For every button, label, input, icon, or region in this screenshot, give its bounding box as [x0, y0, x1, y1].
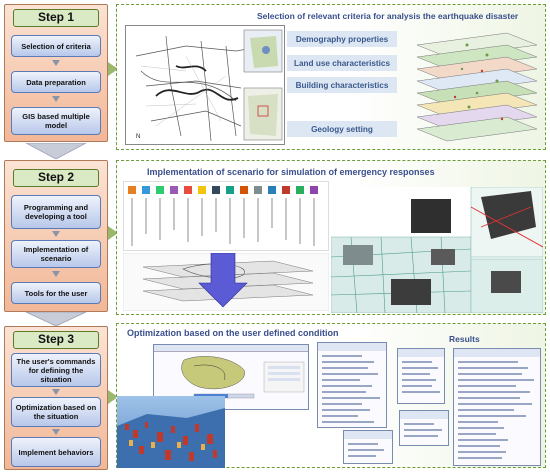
criterion-demography: Demography properties — [287, 31, 397, 47]
chevron-down-icon — [26, 312, 86, 326]
arrow-down-icon — [52, 389, 60, 395]
step1-item-gis-model: GIS based multiple model — [11, 107, 101, 135]
gis-layer-stack-image — [416, 32, 538, 142]
class-box-5 — [343, 430, 393, 464]
step3-item-implement: Implement behaviors — [11, 437, 101, 467]
criterion-land-use: Land use characteristics — [287, 55, 397, 71]
step2-item-tools: Tools for the user — [11, 282, 101, 304]
svg-text:N: N — [136, 134, 140, 140]
step2-column: Step 2 Programming and developing a tool… — [4, 160, 108, 312]
criterion-geology: Geology setting — [287, 121, 397, 137]
step3-item-optimization: Optimization based on the situation — [11, 397, 101, 427]
panel2-title: Implementation of scenario for simulatio… — [147, 167, 435, 177]
panel-optimization: Optimization based on the user defined c… — [116, 323, 546, 468]
arrow-right-icon — [108, 390, 118, 404]
terrain-3d-image — [117, 396, 225, 468]
arrow-down-icon — [52, 60, 60, 66]
step2-title: Step 2 — [13, 169, 99, 187]
arrow-down-icon — [52, 429, 60, 435]
arrow-down-icon — [52, 96, 60, 102]
criterion-building: Building characteristics — [287, 77, 397, 93]
panel1-title: Selection of relevant criteria for analy… — [257, 11, 519, 21]
arrow-right-icon — [108, 226, 118, 240]
step1-column: Step 1 Selection of criteria Data prepar… — [4, 4, 108, 142]
panel-criteria: Selection of relevant criteria for analy… — [116, 4, 546, 150]
step3-item-user-commands: The user's commands for defining the sit… — [11, 353, 101, 387]
class-box-1 — [317, 342, 387, 428]
arrow-down-icon — [52, 231, 60, 237]
step1-item-data-prep: Data preparation — [11, 71, 101, 93]
class-box-3 — [453, 348, 541, 466]
results-label: Results — [449, 334, 480, 344]
chevron-down-icon — [26, 143, 86, 159]
city-map-image: N — [125, 25, 285, 145]
arrow-down-icon — [52, 271, 60, 277]
step1-title: Step 1 — [13, 9, 99, 27]
class-box-2 — [397, 348, 445, 404]
arrow-right-icon — [108, 62, 118, 76]
panel3-title: Optimization based on the user defined c… — [127, 328, 339, 338]
class-box-4 — [399, 410, 449, 446]
step1-item-selection: Selection of criteria — [11, 35, 101, 57]
step3-title: Step 3 — [13, 331, 99, 349]
panel-scenario: Implementation of scenario for simulatio… — [116, 160, 546, 315]
step3-column: Step 3 The user's commands for defining … — [4, 326, 108, 470]
step2-item-implementation: Implementation of scenario — [11, 240, 101, 268]
step2-item-programming: Programming and developing a tool — [11, 195, 101, 229]
emergency-map-image — [331, 187, 543, 313]
scenario-3d-image — [123, 253, 329, 311]
tool-icons-image — [123, 181, 329, 251]
